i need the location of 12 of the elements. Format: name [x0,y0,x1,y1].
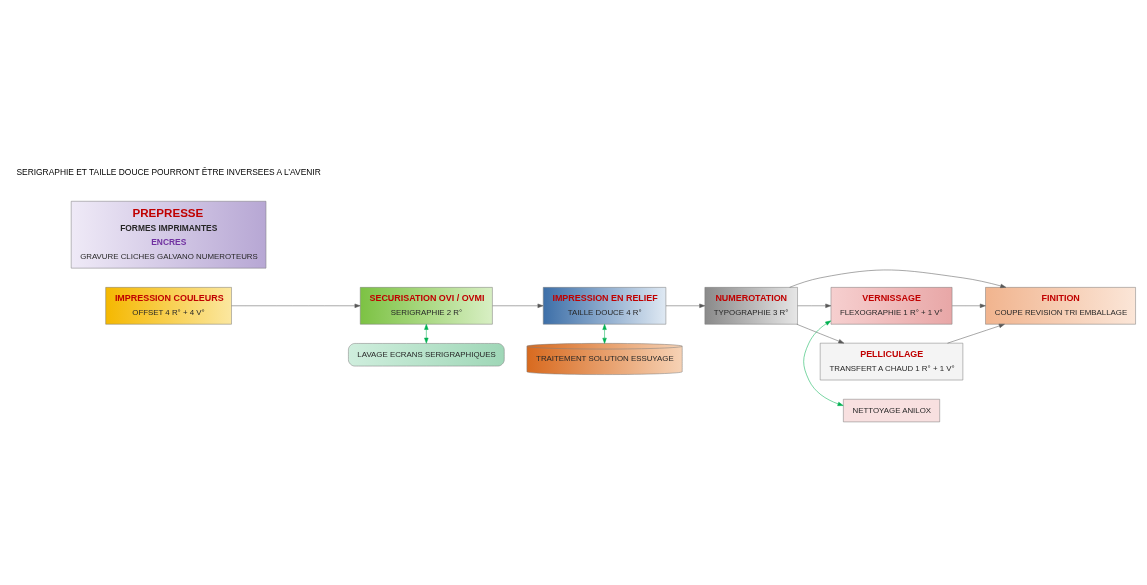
arrow [797,303,832,308]
arrow [231,303,361,308]
arrow [424,324,429,344]
arrow [602,324,607,344]
arrow [947,323,1005,344]
arrow [951,303,986,308]
arrow [492,303,544,308]
arrow [665,303,706,308]
arrow [796,324,845,344]
arrow [789,269,1007,288]
label: SERIGRAPHIE ET TAILLE DOUCE POURRONT ÊTRE INVERSEES A L’AVENIR [16,166,321,177]
arrow [803,320,844,406]
